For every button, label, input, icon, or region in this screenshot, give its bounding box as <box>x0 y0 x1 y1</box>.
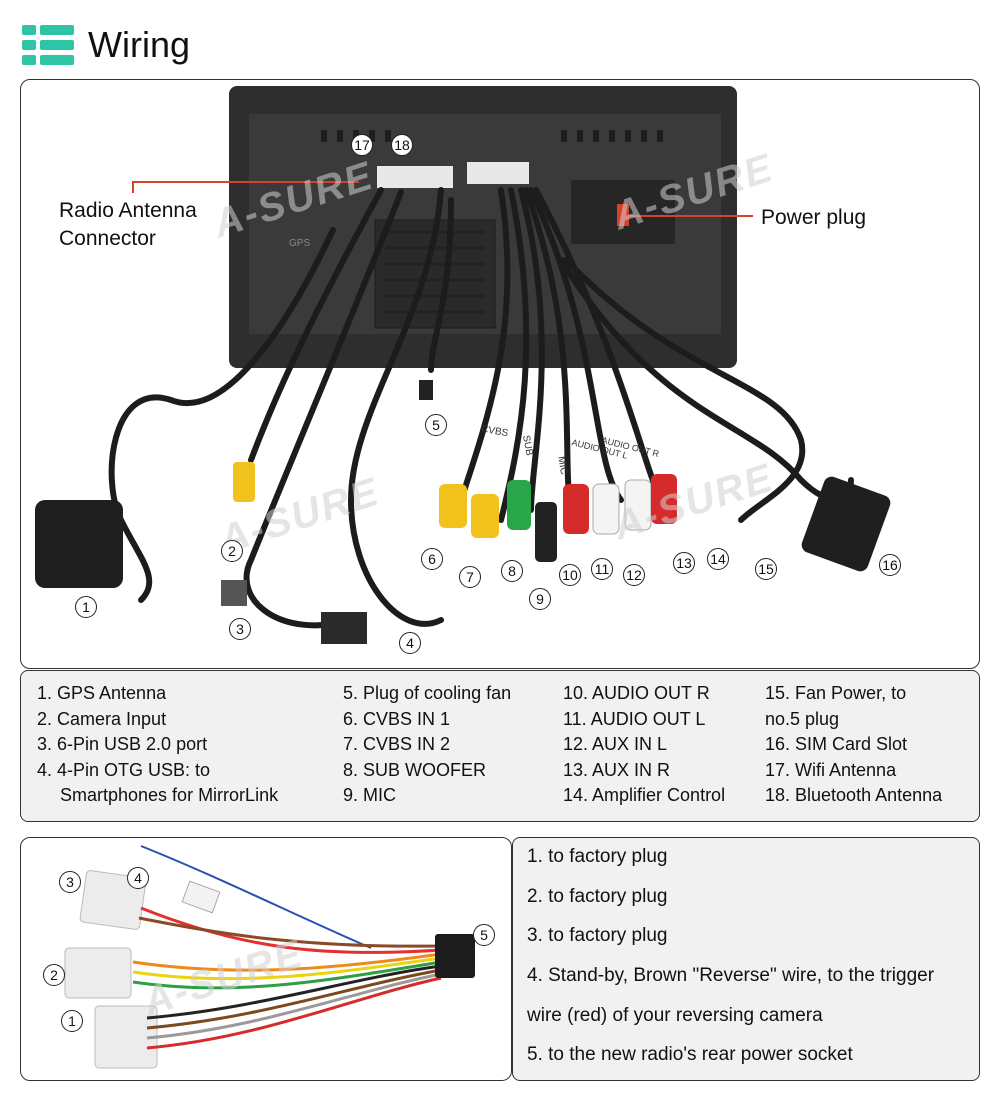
callout-number: 15 <box>755 558 777 580</box>
callout-number: 11 <box>591 558 613 580</box>
harness-legend-item: 3. to factory plug <box>527 925 668 946</box>
callout-number: 3 <box>59 871 81 893</box>
legend-item: 1. GPS Antenna <box>37 683 167 703</box>
callout-number: 2 <box>221 540 243 562</box>
legend-item: 12. AUX IN L <box>563 734 668 755</box>
callout-number: 17 <box>351 134 373 156</box>
legend-item: 9. MIC <box>343 785 397 806</box>
wiring-photo-panel: A-SURE A-SURE A-SURE A-SURE Radio Antenn… <box>20 79 980 669</box>
device-label: GPS <box>289 238 311 249</box>
radio-antenna-connector-callout: Radio Antenna Connector <box>59 199 197 250</box>
legend-item: 13. AUX IN R <box>563 759 671 780</box>
legend-item: 6. CVBS IN 1 <box>343 708 451 729</box>
legend-item: 5. Plug of cooling fan <box>343 683 512 703</box>
legend-item: 3. 6-Pin USB 2.0 port <box>37 734 208 755</box>
legend-item: 10. AUDIO OUT R <box>563 683 710 703</box>
legend-column: 15. Fan Power, to no.5 plug 16. SIM Card… <box>765 681 942 809</box>
harness-legend-panel: 1. to factory plug 2. to factory plug 3.… <box>512 837 980 1081</box>
legend-item: 14. Amplifier Control <box>563 785 726 806</box>
harness-legend-item: 4. Stand-by, Brown "Reverse" wire, to th… <box>527 965 935 986</box>
callout-number: 12 <box>623 564 645 586</box>
power-plug-callout: Power plug <box>761 206 867 229</box>
callout-number: 2 <box>43 964 65 986</box>
callout-number: 1 <box>61 1010 83 1032</box>
legend-item: 11. AUDIO OUT L <box>563 708 706 729</box>
legend-item: 15. Fan Power, to <box>765 683 907 703</box>
legend-item: 8. SUB WOOFER <box>343 759 487 780</box>
harness-legend-item: wire (red) of your reversing camera <box>527 1005 823 1026</box>
callout-number: 7 <box>459 566 481 588</box>
harness-photo-panel: A-SURE 3 4 2 1 5 <box>20 837 512 1081</box>
legend-item: Smartphones for MirrorLink <box>60 785 279 806</box>
legend-column: 1. GPS Antenna 2. Camera Input 3. 6-Pin … <box>37 681 278 809</box>
harness-legend-item: 2. to factory plug <box>527 886 668 907</box>
callout-number: 18 <box>391 134 413 156</box>
callout-number: 13 <box>673 552 695 574</box>
callout-number: 16 <box>879 554 901 576</box>
list-icon <box>22 23 74 67</box>
page-header: Wiring <box>22 20 190 70</box>
wiring-photo-illustration <box>35 86 891 644</box>
wiring-legend-panel: 1. GPS Antenna 2. Camera Input 3. 6-Pin … <box>20 670 980 822</box>
callout-number: 1 <box>75 596 97 618</box>
harness-legend-item: 1. to factory plug <box>527 846 668 867</box>
callout-number: 5 <box>425 414 447 436</box>
callout-number: 3 <box>229 618 251 640</box>
gps-antenna-puck <box>35 500 123 588</box>
legend-item: 2. Camera Input <box>37 708 167 729</box>
harness-legend-item: 5. to the new radio's rear power socket <box>527 1044 853 1065</box>
legend-item: 7. CVBS IN 2 <box>343 734 451 755</box>
iso-power-connector <box>435 934 475 978</box>
callout-number: 5 <box>473 924 495 946</box>
callout-number: 6 <box>421 548 443 570</box>
callout-number: 10 <box>559 564 581 586</box>
page-title: Wiring <box>88 24 191 65</box>
legend-item: no.5 plug <box>765 708 840 729</box>
legend-column: 5. Plug of cooling fan 6. CVBS IN 1 7. C… <box>343 681 511 809</box>
callout-number: 4 <box>127 867 149 889</box>
callout-number: 4 <box>399 632 421 654</box>
legend-item: 17. Wifi Antenna <box>765 759 897 780</box>
legend-item: 16. SIM Card Slot <box>765 734 908 755</box>
legend-column: 10. AUDIO OUT R 11. AUDIO OUT L 12. AUX … <box>563 681 725 809</box>
legend-item: 4. 4-Pin OTG USB: to <box>37 759 211 780</box>
callout-number: 9 <box>529 588 551 610</box>
callout-number: 8 <box>501 560 523 582</box>
legend-item: 18. Bluetooth Antenna <box>765 785 943 806</box>
callout-number: 14 <box>707 548 729 570</box>
